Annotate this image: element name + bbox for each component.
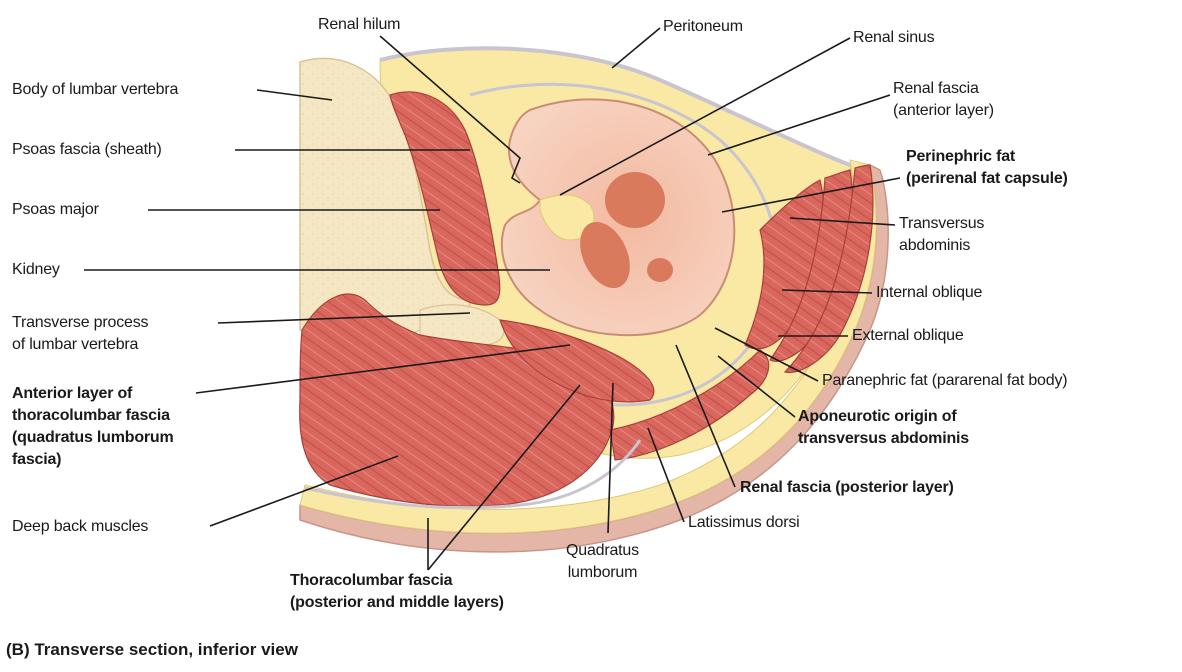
medullary-pyramid	[647, 258, 673, 282]
label-line: (posterior and middle layers)	[290, 592, 504, 614]
label-line: of lumbar vertebra	[12, 334, 148, 356]
label-line: abdominis	[899, 235, 984, 257]
medullary-pyramid	[605, 172, 665, 228]
label-line: Quadratus	[566, 540, 639, 562]
label-line: Renal fascia	[893, 78, 994, 100]
label-line: Aponeurotic origin of	[798, 406, 969, 428]
label-line: fascia)	[12, 449, 174, 471]
label-peritoneum: Peritoneum	[663, 16, 743, 38]
label-transverse-process: Transverse process of lumbar vertebra	[12, 312, 148, 356]
label-perinephric-fat: Perinephric fat (perirenal fat capsule)	[906, 146, 1068, 190]
label-latissimus-dorsi: Latissimus dorsi	[688, 512, 800, 534]
label-body-of-lumbar-vertebra: Body of lumbar vertebra	[12, 79, 178, 101]
label-line: Perinephric fat	[906, 146, 1068, 168]
label-aponeurotic-origin: Aponeurotic origin of transversus abdomi…	[798, 406, 969, 450]
label-paranephric-fat: Paranephric fat (pararenal fat body)	[822, 370, 1067, 392]
label-line: Transverse process	[12, 312, 148, 334]
label-thoracolumbar-fascia: Thoracolumbar fascia (posterior and midd…	[290, 570, 504, 614]
label-line: transversus abdominis	[798, 428, 969, 450]
label-renal-hilum: Renal hilum	[318, 14, 400, 36]
label-renal-fascia-posterior: Renal fascia (posterior layer)	[740, 477, 954, 499]
label-transversus-abdominis: Transversus abdominis	[899, 213, 984, 257]
label-deep-back-muscles: Deep back muscles	[12, 516, 148, 538]
label-internal-oblique: Internal oblique	[876, 282, 982, 304]
label-line: lumborum	[566, 562, 639, 584]
label-line: Thoracolumbar fascia	[290, 570, 504, 592]
label-psoas-fascia: Psoas fascia (sheath)	[12, 139, 162, 161]
label-anterior-layer-thoracolumbar-fascia: Anterior layer of thoracolumbar fascia (…	[12, 383, 174, 471]
label-line: (perirenal fat capsule)	[906, 168, 1068, 190]
label-kidney: Kidney	[12, 259, 60, 281]
label-renal-sinus: Renal sinus	[853, 27, 934, 49]
label-line: Transversus	[899, 213, 984, 235]
label-external-oblique: External oblique	[852, 325, 964, 347]
figure-caption: (B) Transverse section, inferior view	[6, 640, 298, 660]
label-renal-fascia-anterior: Renal fascia (anterior layer)	[893, 78, 994, 122]
label-line: thoracolumbar fascia	[12, 405, 174, 427]
label-quadratus-lumborum: Quadratus lumborum	[566, 540, 639, 584]
label-line: (anterior layer)	[893, 100, 994, 122]
label-psoas-major: Psoas major	[12, 199, 99, 221]
label-line: (quadratus lumborum	[12, 427, 174, 449]
label-line: Anterior layer of	[12, 383, 174, 405]
